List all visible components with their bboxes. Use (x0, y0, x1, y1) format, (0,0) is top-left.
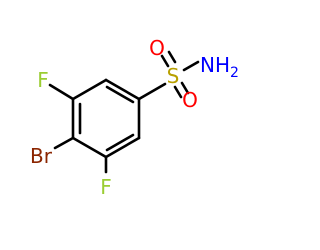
benzene-ring (71, 78, 141, 159)
fluorine-bottom-label: F (100, 175, 112, 199)
oxygen-bottom-label: O (182, 88, 198, 112)
bond-c2-c3 (71, 78, 108, 101)
bond-c4-c5 (71, 136, 108, 159)
oxygen-top-label: O (149, 36, 165, 60)
bond-c1-s (137, 82, 167, 101)
sulfur-label: S (167, 64, 180, 88)
bond-s-o-top-b (167, 50, 177, 64)
bond-c5-c6-inner (105, 133, 135, 152)
amine-subscript: 2 (230, 65, 239, 81)
bond-c1-c2 (104, 78, 141, 101)
bond-c5-c6 (104, 136, 141, 159)
amine-label: NH2 (200, 53, 239, 81)
bond-c4-br (53, 136, 75, 150)
bond-s-o-bottom-b (180, 81, 190, 95)
bond-c1-c2-inner (105, 85, 135, 104)
molecule-diagram: F Br F S O O NH2 (30, 36, 239, 199)
bond-s-o-top-a (160, 54, 170, 68)
amine-nh-text: NH (200, 53, 230, 77)
bond-s-o-bottom-a (173, 85, 183, 99)
bromine-label: Br (30, 144, 53, 168)
bond-c3-f (48, 83, 75, 101)
bond-s-n (182, 60, 200, 72)
fluorine-top-label: F (37, 68, 49, 92)
